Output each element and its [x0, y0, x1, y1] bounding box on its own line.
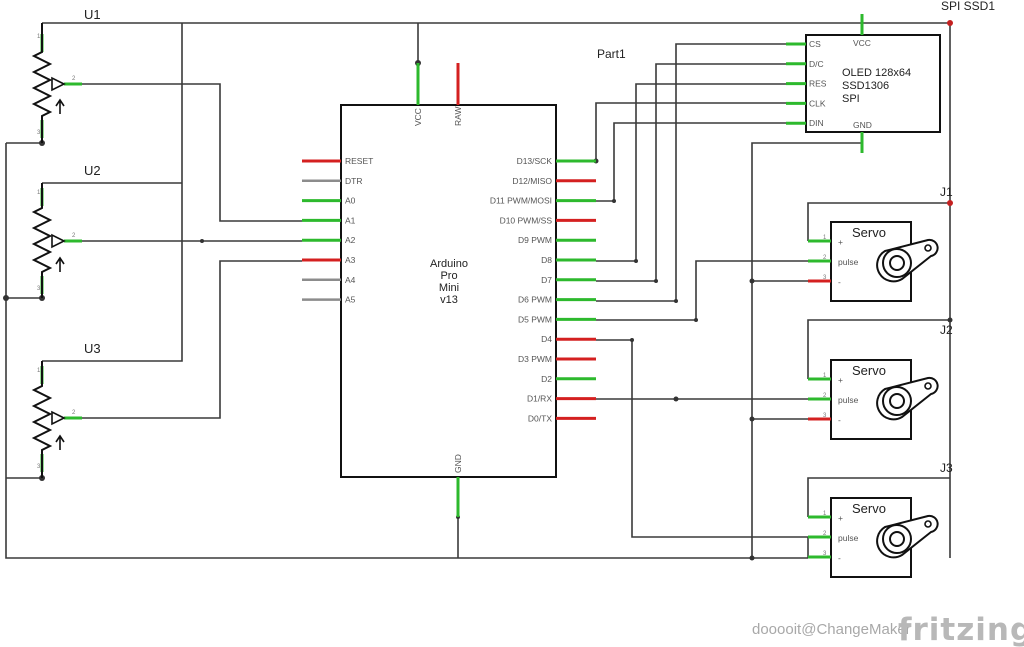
junction-dots: [3, 20, 953, 561]
part-label-j1: J1: [940, 185, 953, 199]
pin-label-a0: A0: [345, 196, 356, 206]
pin-number: 3: [823, 275, 827, 281]
pin-number: 2: [72, 233, 76, 239]
part-label-j3: J3: [940, 461, 953, 475]
oled-title-2: SSD1306: [842, 80, 889, 92]
oled-gnd-pin: GND: [853, 120, 872, 130]
pin-label-d13-sck: D13/SCK: [517, 156, 553, 166]
pin-number: 1: [37, 34, 41, 40]
potentiometer-u1[interactable]: 1 2 3: [31, 23, 82, 143]
pin-gnd: GND: [453, 454, 463, 473]
arduino-name-4: v13: [440, 294, 458, 306]
servo-horn-icon: [876, 514, 939, 559]
servo-pin-minus: -: [838, 277, 841, 287]
pin-number: 2: [72, 76, 76, 82]
pin-number: 3: [37, 130, 41, 136]
part-label-j2: J2: [940, 323, 953, 337]
arduino-pro-mini[interactable]: VCC RAW GND Arduino Pro Mini v13: [340, 63, 557, 517]
servo-pin-pulse: pulse: [838, 395, 859, 405]
pin-label-dtr: DTR: [345, 176, 362, 186]
pin-number: 3: [37, 286, 41, 292]
pin-label-d0-tx: D0/TX: [528, 413, 552, 423]
pin-label-d10-pwm-ss: D10 PWM/SS: [500, 215, 553, 225]
arduino-name-3: Mini: [439, 282, 459, 294]
pin-number: 2: [823, 531, 827, 537]
oled-title-1: OLED 128x64: [842, 67, 911, 79]
pin-label-a1: A1: [345, 215, 356, 225]
pin-number: 1: [823, 511, 827, 517]
oled-pin-din: DIN: [809, 118, 824, 128]
servo-j2[interactable]: 1 +2 pulse 3 - Servo: [808, 359, 939, 440]
pin-label-reset: RESET: [345, 156, 373, 166]
potentiometer-u3[interactable]: 1 2 3: [31, 361, 82, 478]
servo-pin-pulse: pulse: [838, 257, 859, 267]
servo-horn-icon: [876, 376, 939, 421]
servo-horn-icon: [876, 238, 939, 283]
servo-pin-plus: +: [838, 513, 843, 523]
fritzing-logo: fritzing: [898, 612, 1024, 647]
oled-pin-clk: CLK: [809, 98, 826, 108]
oled-pin-d-c: D/C: [809, 59, 824, 69]
pin-number: 1: [823, 373, 827, 379]
servo-j3[interactable]: 1 +2 pulse 3 - Servo: [808, 497, 939, 578]
pin-number: 2: [72, 410, 76, 416]
pin-label-d3-pwm: D3 PWM: [518, 354, 552, 364]
pin-label-d1-rx: D1/RX: [527, 394, 552, 404]
pin-label-d4: D4: [541, 334, 552, 344]
servo-j1[interactable]: 1 +2 pulse 3 - Servo: [808, 221, 939, 302]
potentiometer-u2[interactable]: 1 2 3: [31, 183, 82, 298]
pin-label-d9-pwm: D9 PWM: [518, 235, 552, 245]
part-label-u1: U1: [84, 7, 101, 22]
watermark-text: dooooit@ChangeMaker: [752, 621, 911, 638]
pin-label-d6-pwm: D6 PWM: [518, 295, 552, 305]
pin-number: 1: [37, 190, 41, 196]
pin-label-a3: A3: [345, 255, 356, 265]
part-label-spi-ssd1: SPI SSD1: [941, 0, 995, 13]
pin-label-a2: A2: [345, 235, 356, 245]
servo-title: Servo: [852, 501, 886, 516]
servo-title: Servo: [852, 225, 886, 240]
part-label-part1: Part1: [597, 47, 626, 61]
pin-number: 3: [37, 464, 41, 470]
servo-title: Servo: [852, 363, 886, 378]
pin-label-d12-miso: D12/MISO: [512, 176, 552, 186]
oled-pins: CS D/C RES CLK DIN: [786, 39, 827, 128]
pin-label-a5: A5: [345, 295, 356, 305]
arduino-name-2: Pro: [440, 270, 457, 282]
pin-label-d8: D8: [541, 255, 552, 265]
pin-label-d7: D7: [541, 275, 552, 285]
arduino-right-pins: D13/SCK D12/MISO D11 PWM/MOSI D10 PWM/SS D9 …: [490, 156, 596, 423]
pin-vcc: VCC: [413, 108, 423, 126]
pin-number: 2: [823, 393, 827, 399]
pin-number: 2: [823, 255, 827, 261]
pin-label-d11-pwm-mosi: D11 PWM/MOSI: [490, 196, 552, 206]
oled-pin-cs: CS: [809, 39, 821, 49]
pin-raw: RAW: [453, 106, 463, 126]
part-label-u2: U2: [84, 163, 101, 178]
servo-pin-plus: +: [838, 375, 843, 385]
servo-pin-pulse: pulse: [838, 533, 859, 543]
oled-pin-res: RES: [809, 79, 827, 89]
servos: 1 +2 pulse 3 - Servo 1 +2 pulse 3 - Servo 1 +2 pulse 3 -…: [808, 221, 939, 578]
part-label-u3: U3: [84, 341, 101, 356]
pin-label-a4: A4: [345, 275, 356, 285]
servo-pin-plus: +: [838, 237, 843, 247]
oled-display[interactable]: VCC GND OLED 128x64 SSD1306 SPI: [805, 14, 941, 153]
oled-vcc-pin: VCC: [853, 38, 871, 48]
pin-number: 3: [823, 413, 827, 419]
pin-label-d5-pwm: D5 PWM: [518, 314, 552, 324]
servo-pin-minus: -: [838, 415, 841, 425]
oled-title-3: SPI: [842, 93, 860, 105]
pin-label-d2: D2: [541, 374, 552, 384]
pin-number: 3: [823, 551, 827, 557]
arduino-name-1: Arduino: [430, 258, 468, 270]
pin-number: 1: [37, 368, 41, 374]
pin-number: 1: [823, 235, 827, 241]
servo-pin-minus: -: [838, 553, 841, 563]
